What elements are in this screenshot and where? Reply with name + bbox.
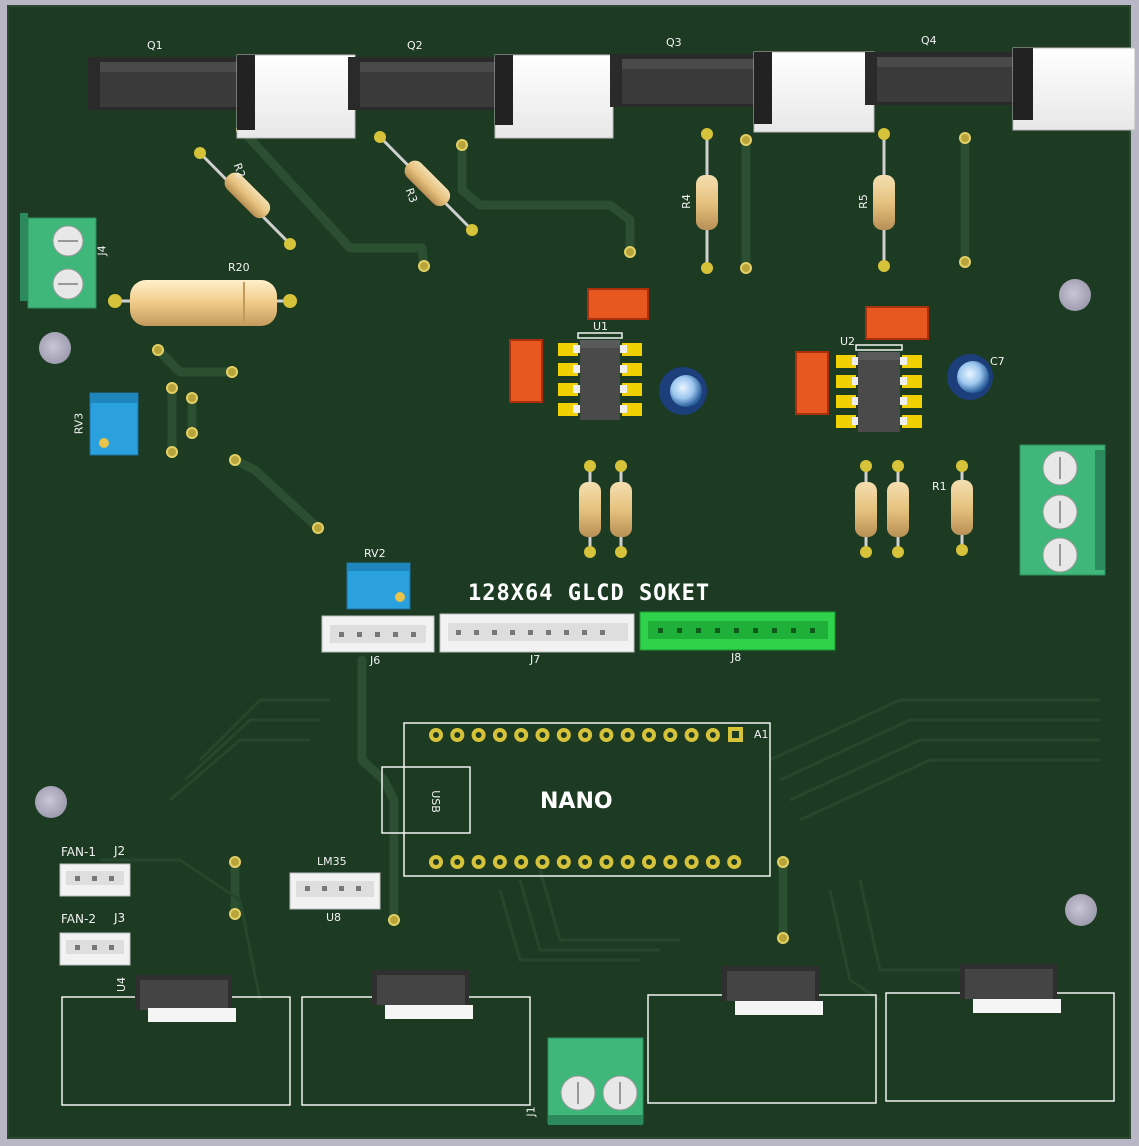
label-c7: C7: [990, 355, 1005, 368]
label-rv3: RV3: [72, 412, 86, 435]
resistor-r2: [194, 147, 296, 250]
nano-pin-hole: [539, 859, 546, 865]
nano-pin-hole: [454, 732, 461, 738]
nano-pin-hole: [475, 732, 482, 738]
mounting-holes: [35, 279, 1097, 926]
electrolytic-capacitors: [659, 354, 993, 415]
resistor-bank-u2: [855, 460, 909, 558]
nano-pin-hole: [496, 859, 503, 865]
resistor-r20: [108, 280, 297, 326]
nano-pin-hole: [624, 732, 631, 738]
nano-pin-row-bottom: [429, 855, 742, 869]
label-j4: J4: [95, 245, 109, 256]
mosfet-q2: [348, 54, 614, 139]
nano-pin-hole: [518, 859, 525, 865]
label-r4: R4: [679, 194, 693, 209]
label-r1: R1: [932, 480, 947, 493]
nano-pin-hole: [646, 732, 652, 738]
regulator-u6: [647, 966, 877, 1104]
terminal-j1: [547, 1037, 644, 1125]
label-fan2: FAN-2: [61, 912, 96, 926]
label-j2: J2: [114, 844, 126, 858]
nano-pin-hole: [582, 732, 589, 738]
nano-pin-hole: [667, 732, 674, 738]
label-q2: Q2: [407, 39, 423, 52]
nano-pin-hole: [603, 859, 610, 865]
nano-pin-hole: [731, 859, 738, 865]
nano-pin-hole: [667, 859, 674, 865]
nano-pin-hole: [518, 732, 525, 738]
nano-pin-hole: [560, 859, 567, 865]
label-j8: J8: [731, 651, 742, 664]
mosfet-q3: [610, 51, 875, 133]
label-r20: R20: [228, 261, 250, 274]
connector-j7: [439, 613, 635, 653]
mosfet-q1: [88, 54, 356, 139]
resistor-r3: [374, 131, 478, 236]
label-u1: U1: [593, 320, 609, 333]
ic-u2: [836, 344, 922, 432]
label-a1: A1: [754, 728, 769, 741]
mosfet-q4: [865, 47, 1136, 131]
nano-pin-hole: [582, 859, 589, 865]
connector-u8: [289, 872, 381, 910]
resistor-r1: [951, 460, 973, 556]
label-j6: J6: [370, 654, 381, 667]
faint-traces: [100, 698, 1100, 1002]
label-j7: J7: [530, 653, 541, 666]
nano-pin-hole: [624, 859, 631, 865]
nano-pin-hole: [454, 859, 461, 865]
nano-pin-row-top: [429, 728, 720, 742]
copper-traces: [153, 125, 970, 943]
label-j1: J1: [524, 1106, 538, 1117]
label-fan1: FAN-1: [61, 845, 96, 859]
connector-j3: [59, 932, 131, 966]
label-j3: J3: [114, 911, 126, 925]
label-q4: Q4: [921, 34, 937, 47]
label-q1: Q1: [147, 39, 163, 52]
nano-pin-hole: [433, 732, 439, 738]
resistor-bank-u1: [579, 460, 632, 558]
regulator-u7: [301, 970, 531, 1106]
label-u2: U2: [840, 335, 856, 348]
nano-pin-hole: [688, 732, 695, 738]
arduino-nano-a1: [381, 722, 771, 877]
resistor-r4: [696, 128, 718, 274]
nano-pin-hole: [496, 732, 503, 738]
label-q3: Q3: [666, 36, 682, 49]
nano-pin-hole: [709, 859, 716, 865]
connector-j8: [639, 611, 836, 651]
glcd-socket-title: 128X64 GLCD SOKET: [468, 581, 711, 606]
label-u4: U4: [115, 976, 129, 993]
terminal-j4: [20, 213, 97, 309]
connector-j6: [321, 615, 435, 653]
label-lm35: LM35: [317, 855, 347, 868]
nano-pin-hole: [603, 732, 610, 738]
nano-pin-hole: [646, 859, 652, 865]
label-u8: U8: [326, 911, 342, 924]
ic-u1: [558, 332, 642, 420]
resistor-r5: [873, 128, 895, 272]
nano-pin-hole: [539, 732, 546, 738]
usb-label: USB: [428, 790, 442, 813]
label-r5: R5: [856, 194, 870, 209]
nano-pin-hole: [433, 859, 439, 865]
orange-capacitors: [509, 288, 929, 415]
trimmer-rv2: [346, 562, 411, 610]
vias: [152, 124, 971, 944]
terminal-right: [1019, 444, 1106, 576]
connector-j2: [59, 863, 131, 897]
nano-module-label: NANO: [540, 789, 613, 814]
regulator-u5: [885, 964, 1115, 1102]
nano-pin-hole: [560, 732, 567, 738]
trimmer-rv3: [89, 392, 139, 456]
regulator-u4: [61, 975, 291, 1106]
nano-pin-hole: [709, 732, 716, 738]
nano-pin-hole: [688, 859, 695, 865]
label-rv2: RV2: [364, 547, 386, 560]
nano-pin-hole: [475, 859, 482, 865]
